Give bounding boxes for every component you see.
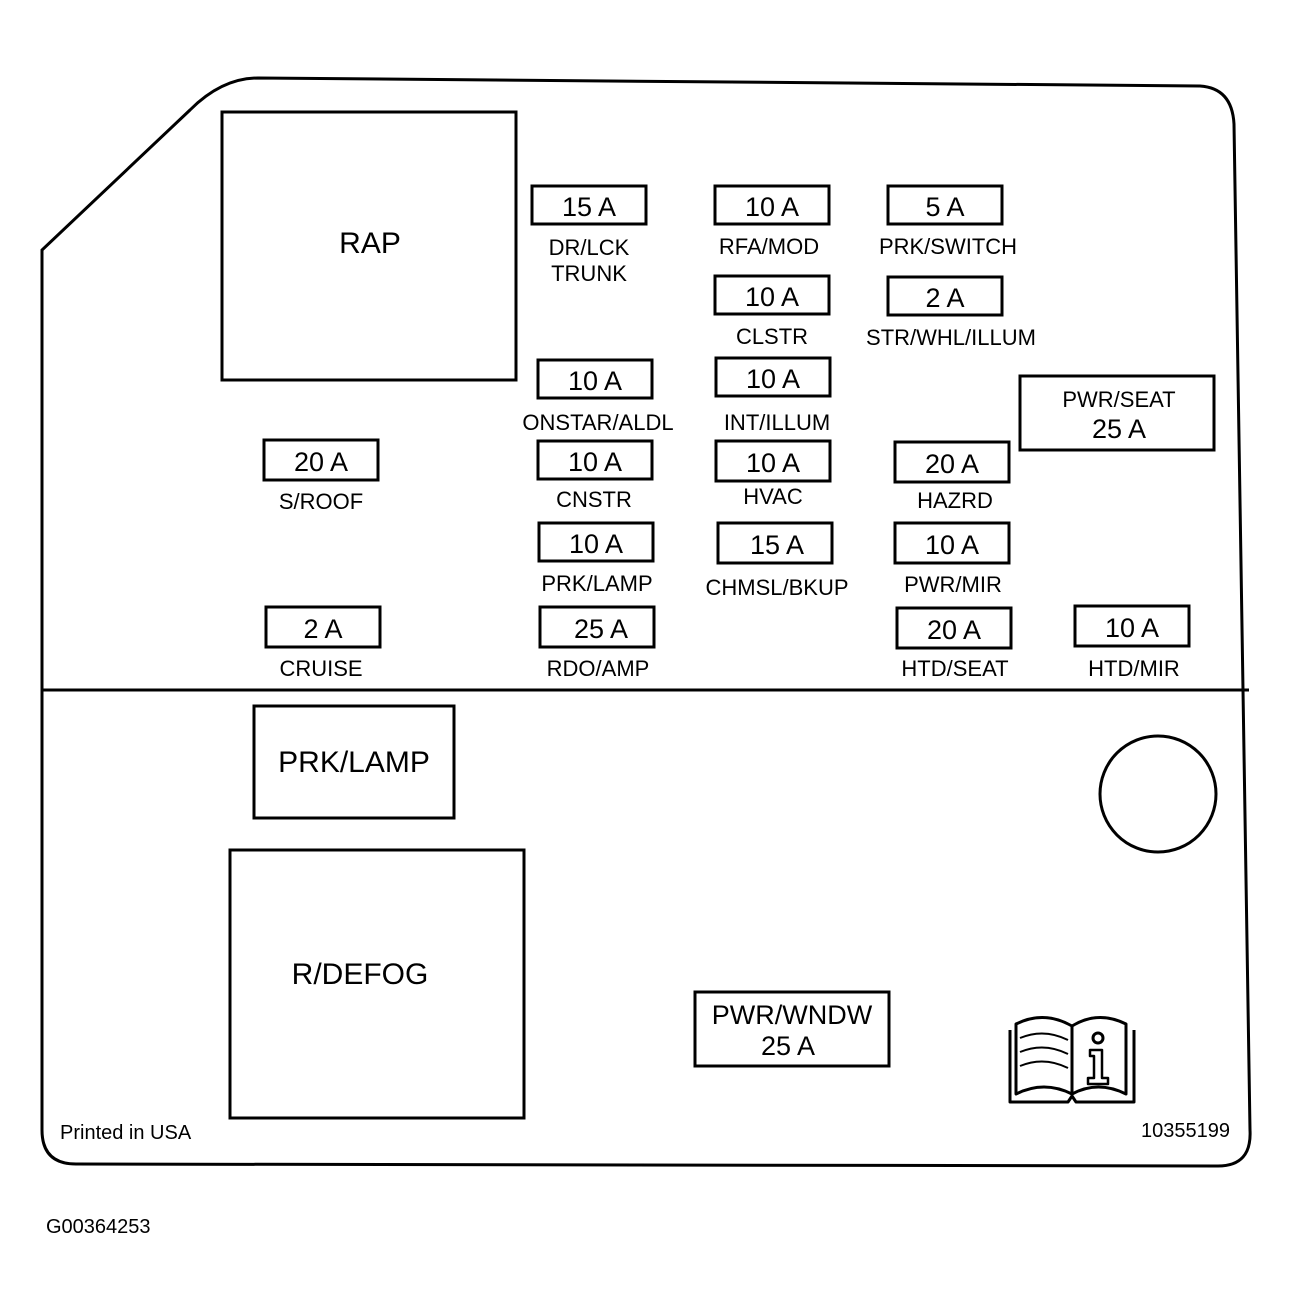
fuse-clstr-name: CLSTR (736, 324, 808, 349)
relay-r-defog-label: R/DEFOG (292, 958, 429, 991)
fuse-pwr-mir-value: 10 A (925, 530, 979, 560)
fuse-chmsl-bkup: 15 A CHMSL/BKUP (705, 521, 849, 600)
fuse-pwr-seat-value: 25 A (1092, 414, 1146, 444)
fuse-prk-switch: 5 A PRK/SWITCH (879, 184, 1017, 259)
fuse-pwr-seat-name: PWR/SEAT (1062, 387, 1175, 412)
fuse-htd-seat-name: HTD/SEAT (901, 656, 1008, 681)
fuse-clstr-value: 10 A (745, 282, 799, 312)
fuse-dr-lck-name: DR/LCK (549, 235, 630, 260)
fuse-pwr-wndw-name: PWR/WNDW (712, 1000, 873, 1030)
fuse-dr-lck-value: 15 A (562, 192, 616, 222)
fuse-hvac-name: HVAC (743, 484, 803, 509)
fuse-hazrd: 20 A HAZRD (893, 440, 1011, 513)
fuse-pwr-wndw: PWR/WNDW 25 A (693, 990, 891, 1068)
fuse-cnstr-value: 10 A (568, 447, 622, 477)
fuse-prk-switch-value: 5 A (925, 192, 964, 222)
fuse-htd-seat: 20 A HTD/SEAT (895, 606, 1013, 681)
fuse-dr-lck: 15 A DR/LCK TRUNK (530, 184, 648, 286)
printed-in-usa: Printed in USA (60, 1122, 192, 1144)
fuse-prk-switch-name: PRK/SWITCH (879, 234, 1017, 259)
fuse-onstar-aldl-name: ONSTAR/ALDL (522, 410, 673, 435)
fuse-cnstr-name: CNSTR (556, 487, 632, 512)
fuse-str-whl-illum-value: 2 A (925, 283, 964, 313)
fuse-pwr-wndw-value: 25 A (761, 1031, 815, 1061)
fuse-rdo-amp-value: 25 A (574, 614, 628, 644)
relay-prk-lamp: PRK/LAMP (252, 704, 456, 820)
fuse-pwr-mir: 10 A PWR/MIR (893, 521, 1011, 597)
fuse-cruise: 2 A CRUISE (264, 605, 382, 681)
fuse-chmsl-bkup-value: 15 A (750, 530, 804, 560)
fuse-onstar-aldl: 10 A ONSTAR/ALDL (522, 358, 674, 435)
fuse-s-roof: 20 A S/ROOF (262, 438, 380, 514)
panel-outline (40, 76, 1252, 1168)
fuse-str-whl-illum: 2 A STR/WHL/ILLUM (866, 275, 1036, 350)
fuse-int-illum: 10 A INT/ILLUM (714, 356, 832, 435)
fuse-cruise-value: 2 A (303, 614, 342, 644)
figure-id: G00364253 (46, 1216, 151, 1238)
relay-rap: RAP (220, 110, 518, 382)
relay-rap-label: RAP (339, 227, 401, 260)
relay-prk-lamp-label: PRK/LAMP (278, 746, 430, 779)
fuse-htd-mir-value: 10 A (1105, 613, 1159, 643)
fuse-rfa-mod: 10 A RFA/MOD (713, 184, 831, 259)
fuse-hazrd-value: 20 A (925, 449, 979, 479)
fuse-pwr-seat: PWR/SEAT 25 A (1018, 374, 1216, 452)
fuse-clstr: 10 A CLSTR (713, 274, 831, 349)
fuse-hvac: 10 A HVAC (714, 439, 832, 509)
fuse-cnstr: 10 A CNSTR (536, 439, 654, 512)
fuse-onstar-aldl-value: 10 A (568, 366, 622, 396)
fuse-pwr-mir-name: PWR/MIR (904, 572, 1002, 597)
fuse-prk-lamp-name: PRK/LAMP (541, 571, 652, 596)
fuse-htd-mir: 10 A HTD/MIR (1073, 604, 1191, 681)
fuse-htd-mir-name: HTD/MIR (1088, 656, 1180, 681)
fuse-rdo-amp-name: RDO/AMP (547, 656, 650, 681)
fuse-rfa-mod-name: RFA/MOD (719, 234, 819, 259)
fuse-s-roof-value: 20 A (294, 447, 348, 477)
relay-r-defog: R/DEFOG (228, 848, 526, 1120)
fuse-cruise-name: CRUISE (279, 656, 362, 681)
fuse-s-roof-name: S/ROOF (279, 489, 363, 514)
fuse-hazrd-name: HAZRD (917, 488, 993, 513)
mounting-hole (1098, 734, 1218, 854)
fuse-rdo-amp: 25 A RDO/AMP (538, 605, 656, 681)
part-number: 10355199 (1141, 1120, 1230, 1142)
fuse-dr-lck-name-2: TRUNK (551, 261, 627, 286)
fuse-hvac-value: 10 A (746, 448, 800, 478)
fuse-prk-lamp: 10 A PRK/LAMP (537, 521, 655, 596)
fuse-int-illum-value: 10 A (746, 364, 800, 394)
fuse-htd-seat-value: 20 A (927, 615, 981, 645)
fuse-str-whl-illum-name: STR/WHL/ILLUM (866, 325, 1036, 350)
fuse-rfa-mod-value: 10 A (745, 192, 799, 222)
fuse-prk-lamp-value: 10 A (569, 529, 623, 559)
fuse-int-illum-name: INT/ILLUM (724, 410, 830, 435)
fuse-chmsl-bkup-name: CHMSL/BKUP (705, 575, 848, 600)
owner-manual-info-icon (1008, 1016, 1136, 1104)
